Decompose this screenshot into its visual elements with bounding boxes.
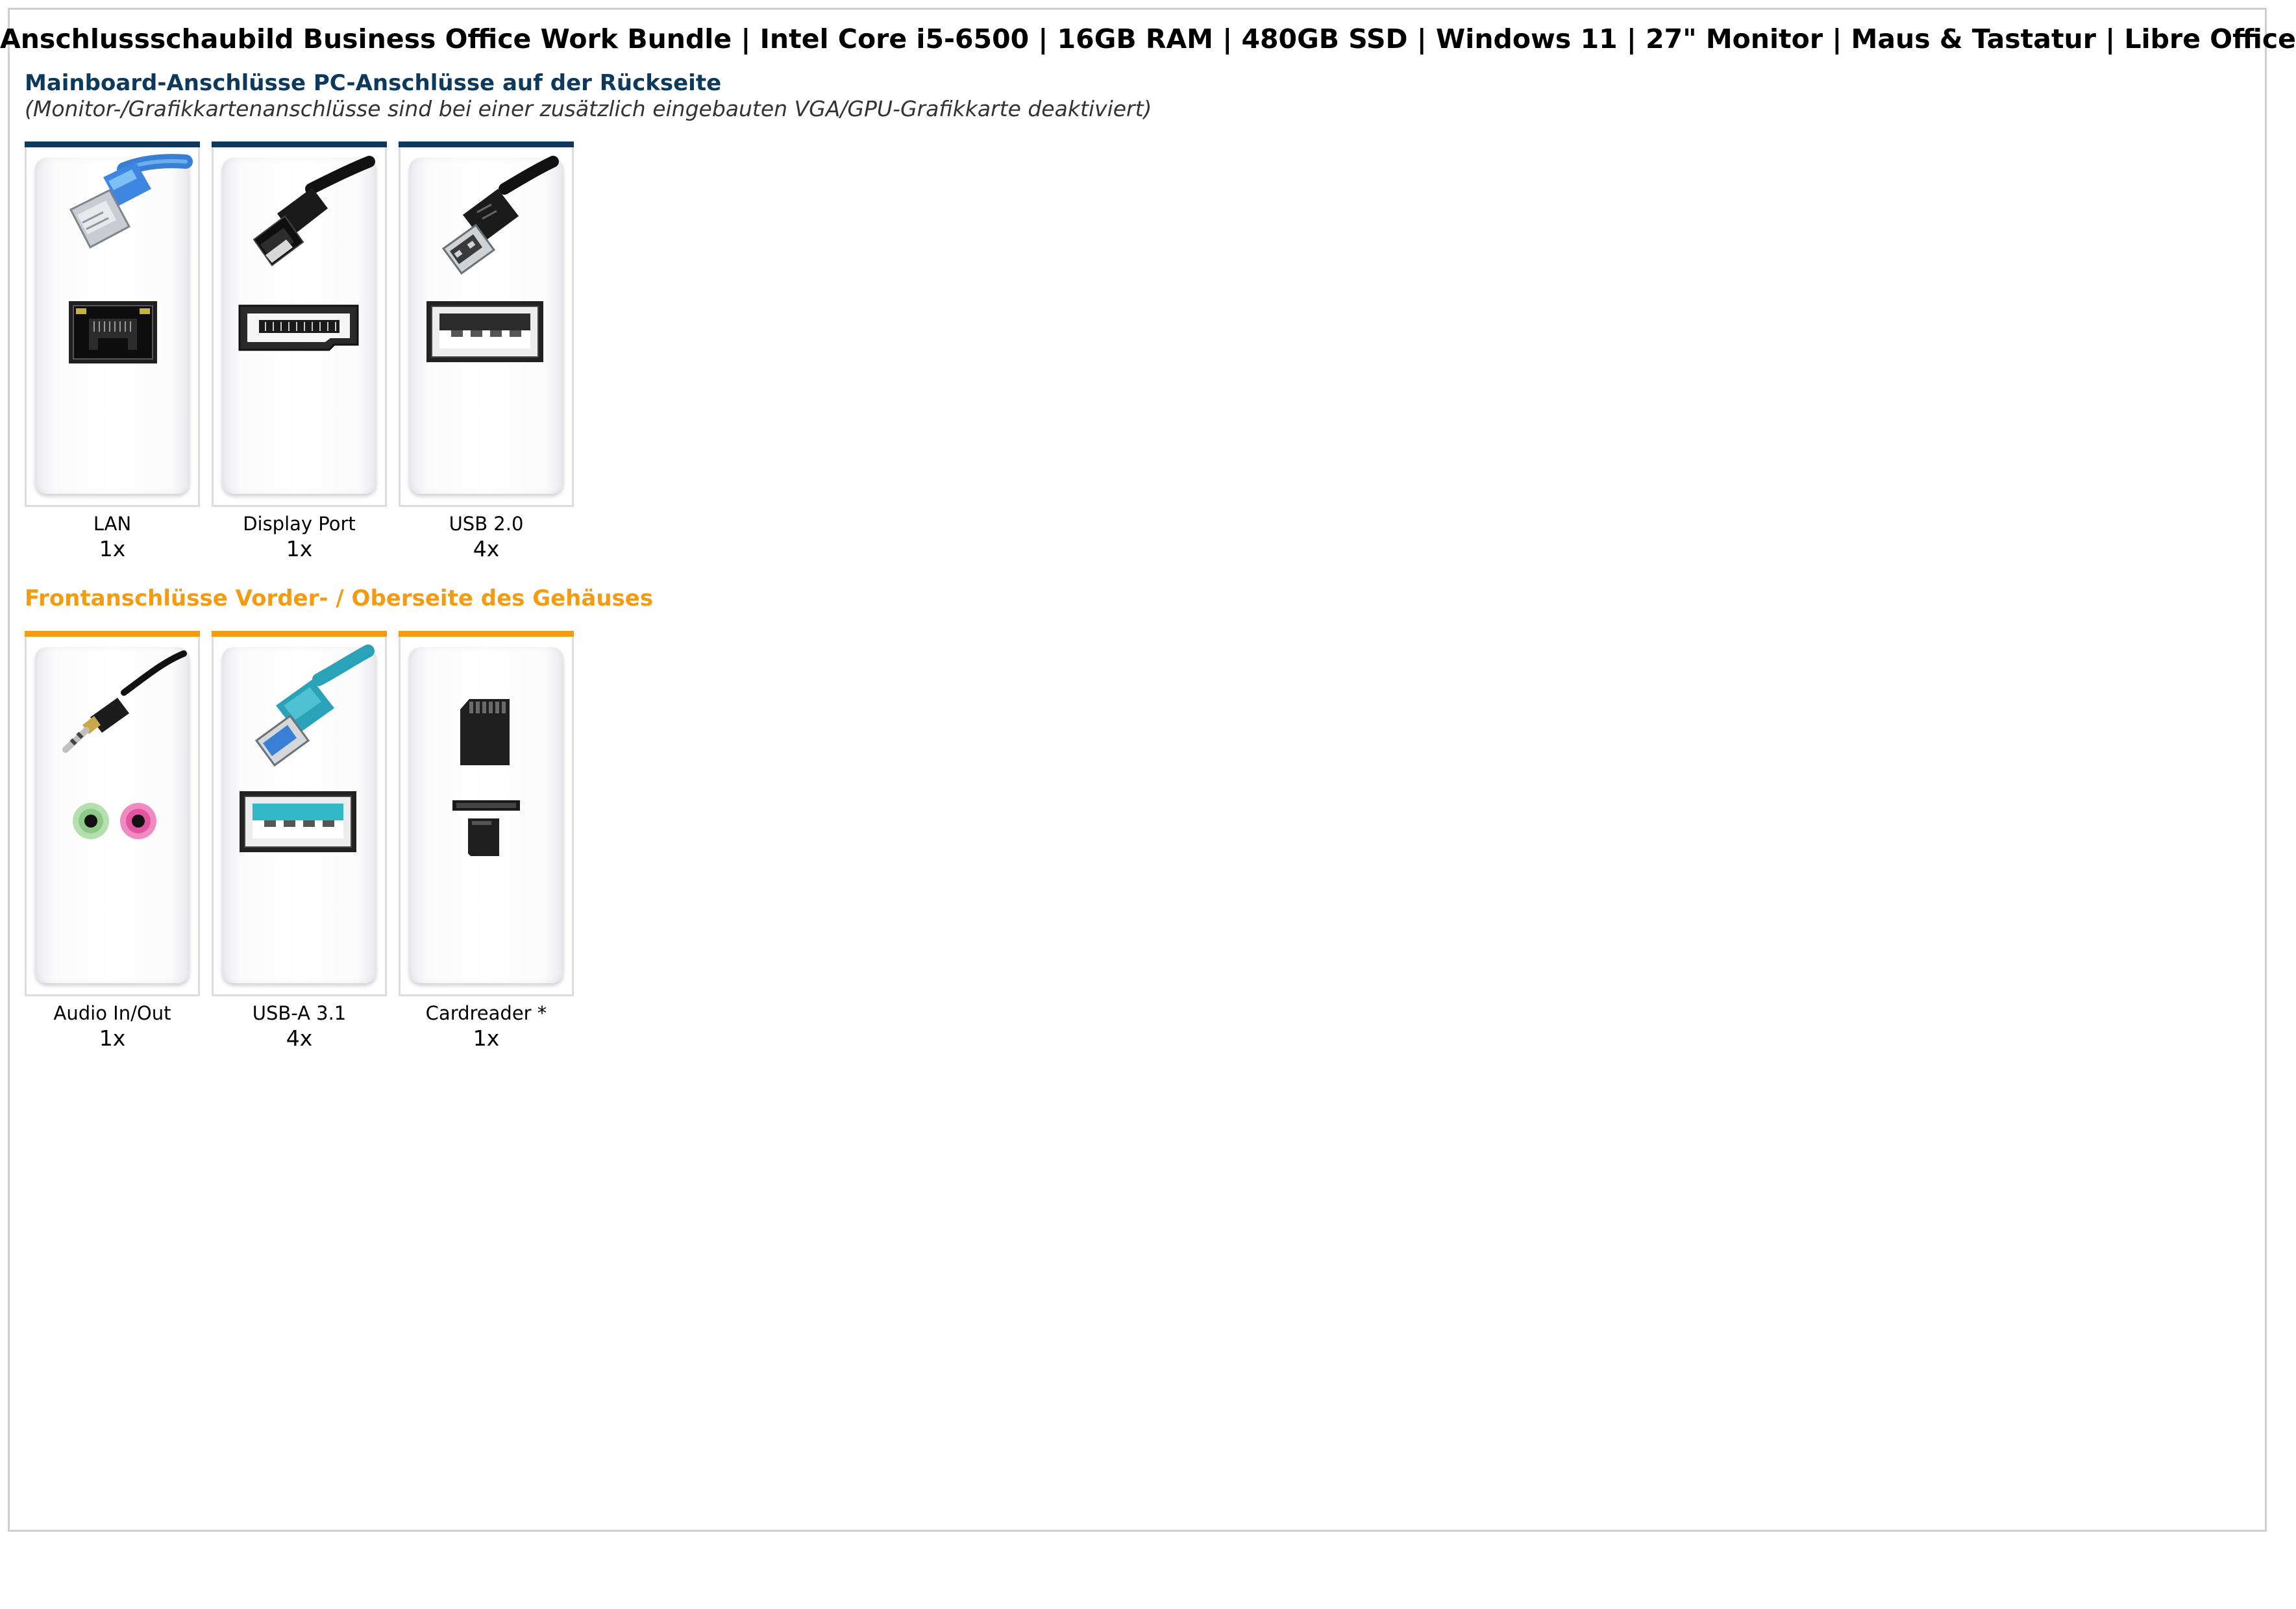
card-accent-bar [212,631,387,637]
port-count-lan: 1x [99,536,126,561]
section-subtitle-rear: (Monitor-/Grafikkartenanschlüsse sind be… [25,96,1152,121]
port-count-audio: 1x [99,1026,126,1051]
audio-jack-icon [62,650,187,839]
displayport-icon [238,156,375,351]
port-card-audio [25,631,200,996]
port-count-usb31: 4x [286,1026,313,1051]
card-accent-bar [399,141,574,147]
port-count-displayport: 1x [286,536,313,561]
sd-card-icon [452,699,520,856]
usb-3-icon [240,645,375,852]
section-title-front: Frontanschlüsse Vorder- / Oberseite des … [25,585,654,611]
card-accent-bar [399,631,574,637]
card-accent-bar [212,141,387,147]
port-card-displayport [212,141,387,507]
port-card-lan [25,141,200,507]
card-accent-bar [25,141,200,147]
port-count-usb2: 4x [473,536,500,561]
port-label-usb31: USB-A 3.1 [252,1002,347,1024]
port-label-audio: Audio In/Out [53,1002,171,1024]
port-count-cardreader: 1x [473,1026,500,1051]
page-title: Anschlussschaubild Business Office Work … [0,23,2296,55]
port-card-usb2 [399,141,574,507]
port-label-displayport: Display Port [243,513,356,535]
usb-2-icon [426,156,559,362]
section-title-rear: Mainboard-Anschlüsse PC-Anschlüsse auf d… [25,70,722,96]
ethernet-icon [69,154,193,363]
port-label-lan: LAN [93,513,132,535]
port-card-cardreader [399,631,574,996]
port-card-usb31 [212,631,387,996]
port-label-cardreader: Cardreader * [425,1002,547,1024]
card-accent-bar [25,631,200,637]
port-label-usb2: USB 2.0 [449,513,524,535]
